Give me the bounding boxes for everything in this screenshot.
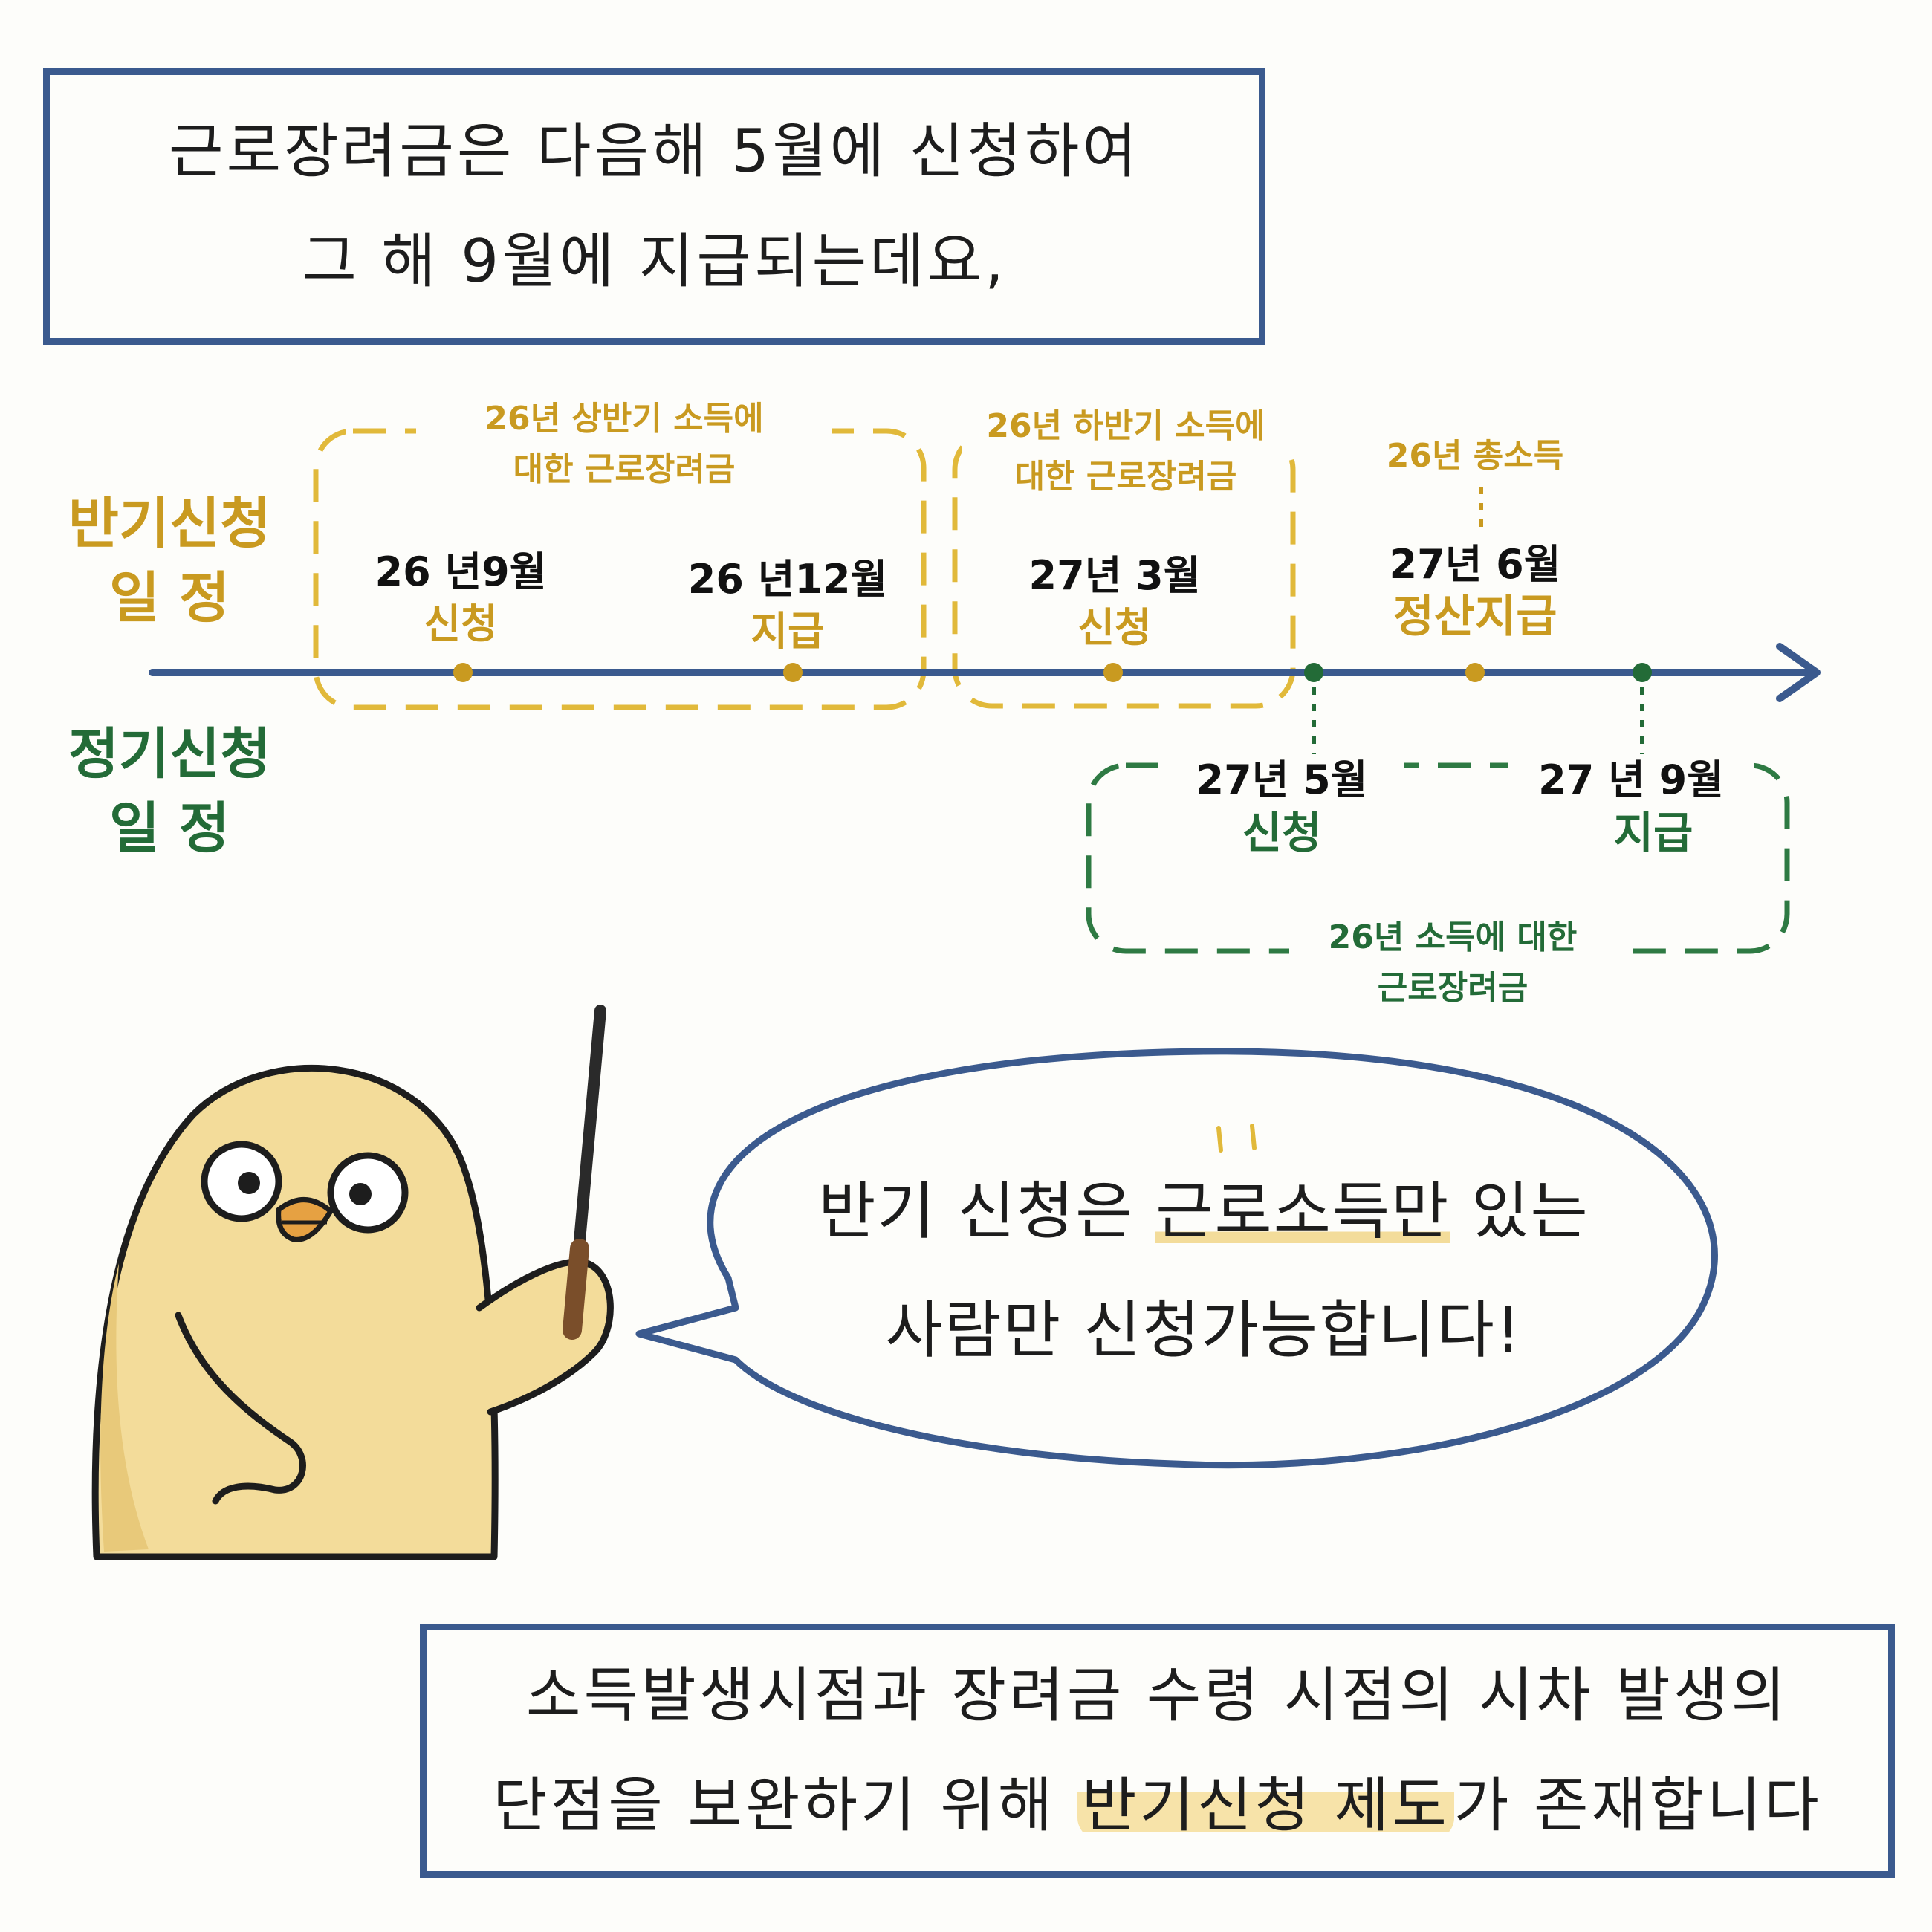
speech-bubble-emphasis: 근로소득만 <box>1155 1175 1450 1248</box>
speech-bubble-line-1: 반기 신청은 근로소득만 있는 <box>758 1152 1650 1271</box>
event-type: 지급 <box>751 608 825 655</box>
top-caption-line-2: 그 해 9월에 지급되는데요, <box>302 227 1007 296</box>
half-year-1-caption-line-2: 대한 근로장려금 <box>513 450 736 488</box>
dot-26-dec <box>783 663 803 682</box>
top-caption-line-1: 근로장려금은 다음해 5월에 신청하여 <box>168 117 1141 186</box>
chick-shadow <box>100 1263 149 1552</box>
pointer-handle <box>563 1239 589 1340</box>
half-schedule-label: 반기신청 일 정 <box>65 487 273 635</box>
dot-26-sep <box>453 663 473 682</box>
regular-schedule-label: 정기신청 일 정 <box>65 717 273 866</box>
chick-pupil-left <box>238 1172 260 1194</box>
half-year-2-caption-line-1: 26년 하반기 소득에 <box>986 407 1265 445</box>
event-27-mar: 27년 3월 신청 <box>1007 550 1222 654</box>
speech-bubble-text: 반기 신청은 근로소득만 있는 사람만 신청가능합니다! <box>758 1152 1650 1390</box>
event-date: 27 년 9월 <box>1538 756 1724 803</box>
event-date: 27년 5월 <box>1196 756 1368 803</box>
regular-caption-line-2: 근로장려금 <box>1377 969 1529 1007</box>
chick-eye-right <box>327 1152 409 1234</box>
event-27-may: 27년 5월 신청 <box>1159 754 1404 860</box>
event-type: 신청 <box>424 600 498 647</box>
event-type: 신청 <box>1077 604 1152 651</box>
top-caption-box: 근로장려금은 다음해 5월에 신청하여 그 해 9월에 지급되는데요, <box>43 68 1265 345</box>
bottom-caption-line-2-suffix: 가 존재합니다 <box>1453 1771 1822 1840</box>
event-date: 27년 6월 <box>1389 541 1561 588</box>
half-year-2-caption-line-2: 대한 근로장려금 <box>1014 458 1237 496</box>
chick-wing <box>175 1312 306 1505</box>
emphasis-mark-2 <box>1250 1124 1257 1150</box>
half-schedule-label-line-1: 반기신청 <box>68 492 271 556</box>
dot-27-sep <box>1633 663 1652 682</box>
chick-arm <box>476 1258 614 1416</box>
dot-27-mar <box>1103 663 1123 682</box>
timeline-arrowhead <box>1776 643 1821 702</box>
half-year-2-caption: 26년 하반기 소득에 대한 근로장려금 <box>962 401 1289 502</box>
bottom-caption-line-1: 소득발생시점과 장려금 수령 시점의 시차 발생의 <box>525 1661 1789 1730</box>
chick-body <box>91 1065 499 1560</box>
event-27-sep: 27 년 9월 지급 <box>1508 754 1754 860</box>
pointer-stick <box>566 1005 606 1329</box>
regular-schedule-label-line-1: 정기신청 <box>68 722 271 786</box>
half-schedule-label-line-2: 일 정 <box>109 566 230 630</box>
speech-bubble-line-2: 사람만 신청가능합니다! <box>885 1294 1523 1367</box>
bottom-caption-line-2: 단점을 보완하기 위해 반기신청 제도가 존재합니다 <box>493 1751 1822 1861</box>
event-type: 신청 <box>1242 808 1322 858</box>
bottom-caption-line-2-prefix: 단점을 보완하기 위해 <box>493 1771 1077 1840</box>
emphasis-mark-1 <box>1216 1126 1223 1153</box>
event-date: 26 년12월 <box>687 556 888 603</box>
dot-27-may <box>1304 663 1323 682</box>
total-income-label: 26년 총소득 <box>1386 437 1564 475</box>
half-year-1-caption-line-1: 26년 상반기 소득에 <box>484 400 764 438</box>
speech-bubble-prefix: 반기 신청은 <box>818 1175 1156 1248</box>
bottom-caption-box: 소득발생시점과 장려금 수령 시점의 시차 발생의 단점을 보완하기 위해 반기… <box>420 1624 1895 1878</box>
event-type: 지급 <box>1613 808 1693 858</box>
regular-schedule-label-line-2: 일 정 <box>109 797 230 860</box>
event-27-jun: 27년 6월 정산지급 <box>1352 539 1598 643</box>
regular-caption-line-1: 26년 소득에 대한 <box>1289 912 1616 963</box>
event-date: 27년 3월 <box>1028 552 1201 599</box>
event-type: 정산지급 <box>1393 591 1557 643</box>
half-year-1-caption: 26년 상반기 소득에 대한 근로장려금 <box>416 394 832 495</box>
chick-beak <box>276 1197 334 1242</box>
speech-bubble-suffix: 있는 <box>1450 1175 1589 1248</box>
bottom-caption-highlight: 반기신청 제도 <box>1077 1771 1454 1840</box>
event-26-sep: 26 년9월 신청 <box>349 546 572 650</box>
event-26-dec: 26 년12월 지급 <box>672 554 903 658</box>
event-date: 26 년9월 <box>375 548 547 595</box>
chick-pupil-right <box>349 1183 372 1205</box>
dot-27-jun <box>1465 663 1485 682</box>
regular-caption: 26년 소득에 대한 근로장려금 <box>1289 912 1616 1014</box>
chick-eye-left <box>201 1141 282 1222</box>
